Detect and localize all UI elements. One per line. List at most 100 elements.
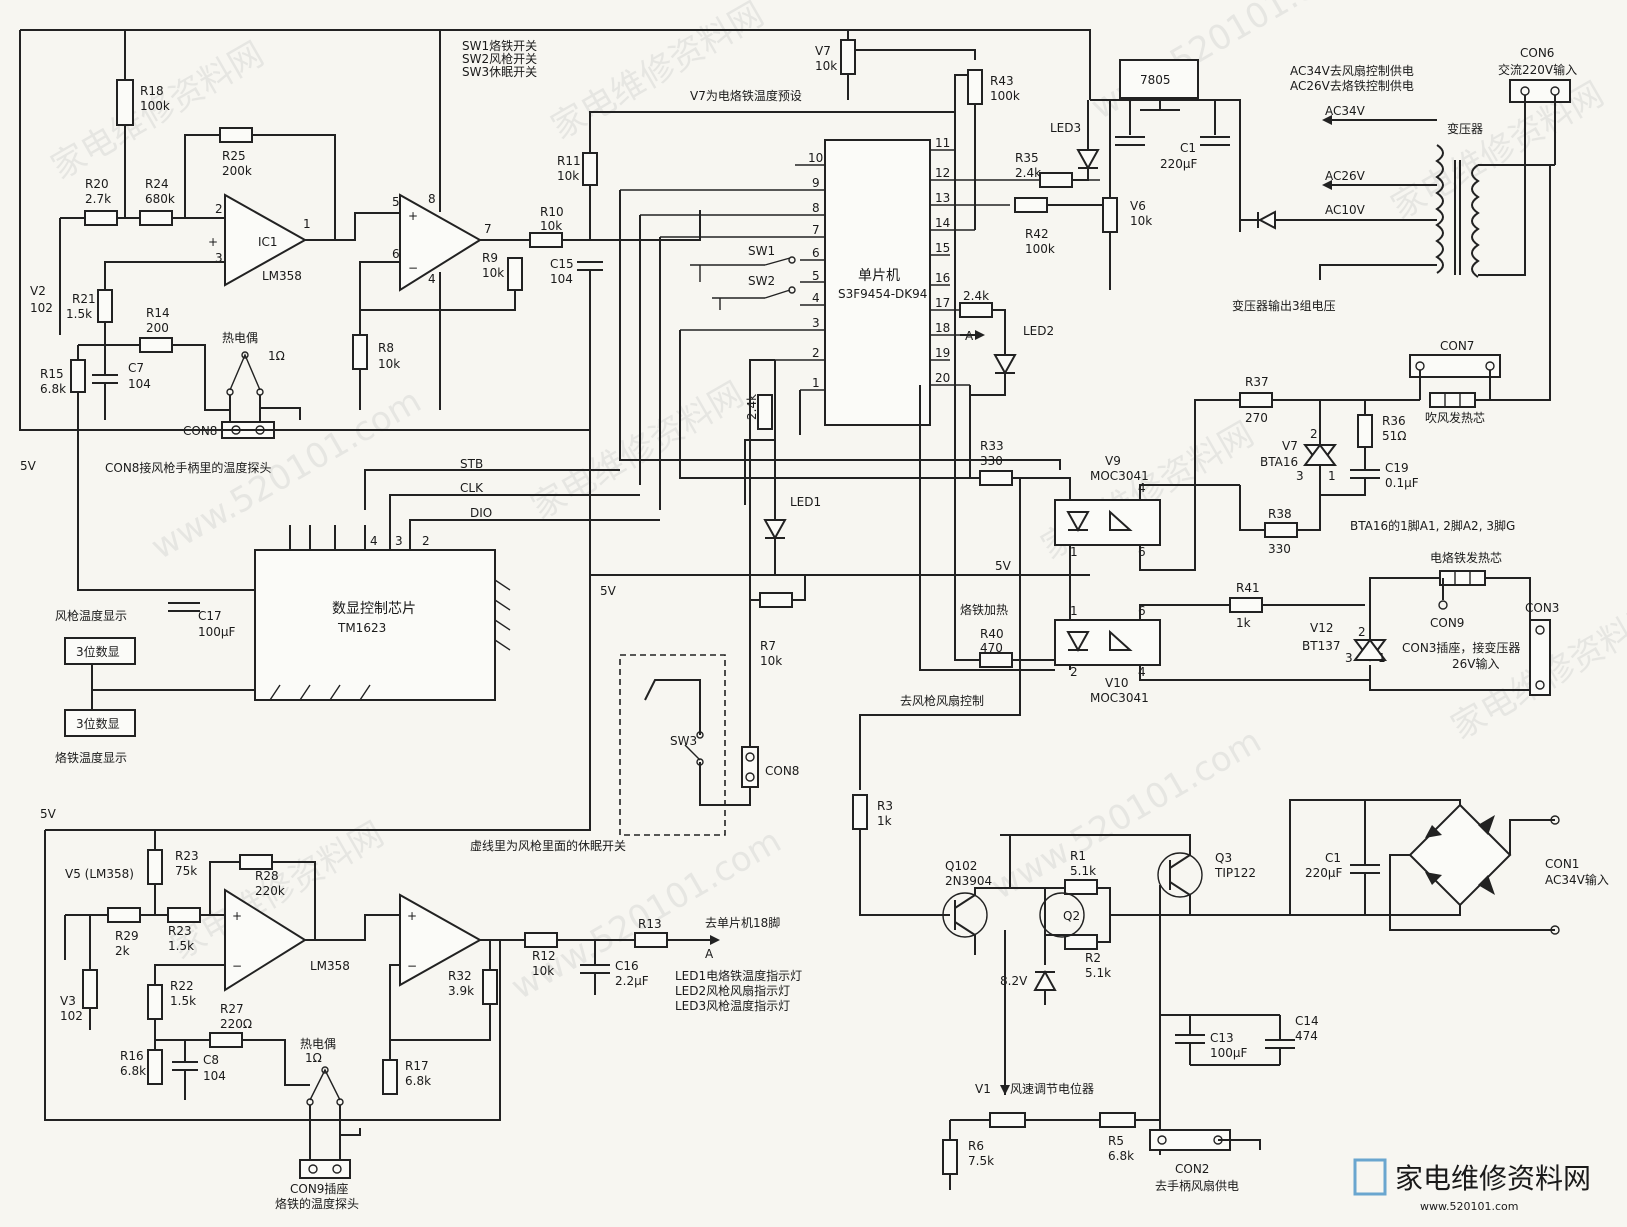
svg-text:1.5k: 1.5k xyxy=(170,994,196,1008)
svg-text:3: 3 xyxy=(1345,651,1353,665)
led-LED2 xyxy=(993,354,1017,376)
svg-text:1: 1 xyxy=(1378,651,1386,665)
svg-text:CON3: CON3 xyxy=(1525,601,1559,615)
resistor-R42 xyxy=(1014,197,1048,213)
svg-text:TIP122: TIP122 xyxy=(1214,866,1256,880)
svg-text:6: 6 xyxy=(1138,545,1146,559)
svg-text:12: 12 xyxy=(935,166,950,180)
svg-text:6.8k: 6.8k xyxy=(405,1074,431,1088)
resistor-R28 xyxy=(239,854,273,870)
svg-text:10k: 10k xyxy=(540,219,562,233)
resistor-R1 xyxy=(1064,879,1098,895)
svg-text:7.5k: 7.5k xyxy=(968,1154,994,1168)
svg-text:V3: V3 xyxy=(60,994,76,1008)
svg-text:R14: R14 xyxy=(146,306,170,320)
svg-text:SW1: SW1 xyxy=(748,244,775,258)
svg-text:风速调节电位器: 风速调节电位器 xyxy=(1010,1081,1094,1096)
optocoupler-V9 xyxy=(1054,499,1161,546)
digit-display-gun xyxy=(64,637,136,665)
svg-text:STB: STB xyxy=(460,457,483,471)
svg-text:1k: 1k xyxy=(877,814,892,828)
svg-text:SW3: SW3 xyxy=(670,734,697,748)
svg-text:R10: R10 xyxy=(540,205,564,219)
svg-text:LM358: LM358 xyxy=(262,269,302,283)
svg-text:20: 20 xyxy=(935,371,950,385)
connector-CON6 xyxy=(1509,79,1571,103)
svg-text:470: 470 xyxy=(980,641,1003,655)
svg-text:4: 4 xyxy=(812,291,820,305)
svg-text:烙铁加热: 烙铁加热 xyxy=(960,602,1008,617)
resistor-R11 xyxy=(582,152,598,186)
terminal-con1-b xyxy=(1550,925,1560,935)
svg-text:V12: V12 xyxy=(1310,621,1333,635)
resistor-R16 xyxy=(147,1049,163,1085)
gun-temperature-amplifier: R18 100k R20 2.7k R24 680k R25 200k IC1 … xyxy=(19,29,1091,591)
svg-text:5: 5 xyxy=(392,195,400,209)
svg-text:LED2风枪风扇指示灯: LED2风枪风扇指示灯 xyxy=(675,983,790,998)
svg-text:BT137: BT137 xyxy=(1302,639,1340,653)
svg-text:200k: 200k xyxy=(222,164,252,178)
svg-text:3.9k: 3.9k xyxy=(448,984,474,998)
svg-text:3: 3 xyxy=(1296,469,1304,483)
svg-text:R18: R18 xyxy=(140,84,164,98)
switch-notes: SW1烙铁开关 SW2风枪开关 SW3休眠开关 V7为电烙铁温度预设 xyxy=(462,38,802,103)
svg-text:102: 102 xyxy=(60,1009,83,1023)
diode-rectifier xyxy=(1257,210,1276,230)
mcu-chip xyxy=(824,139,931,426)
mcu-left-pins: 10 9 8 7 6 5 4 3 2 1 xyxy=(620,151,825,391)
svg-text:去单片机18脚: 去单片机18脚 xyxy=(705,915,780,930)
svg-text:6.8k: 6.8k xyxy=(120,1064,146,1078)
svg-text:www.520101.com: www.520101.com xyxy=(1420,1200,1518,1213)
resistor-R8 xyxy=(352,334,368,370)
resistor-R20 xyxy=(84,210,118,226)
svg-text:17: 17 xyxy=(935,296,950,310)
svg-text:CON8接风枪手柄里的温度探头: CON8接风枪手柄里的温度探头 xyxy=(105,460,271,475)
svg-text:SW1烙铁开关: SW1烙铁开关 xyxy=(462,38,537,53)
resistor-R12 xyxy=(524,932,558,948)
digit-display-iron xyxy=(64,709,136,737)
resistor-R36 xyxy=(1357,414,1373,448)
resistor-R21 xyxy=(97,289,113,323)
svg-text:TM1623: TM1623 xyxy=(337,621,386,635)
svg-text:R23: R23 xyxy=(175,849,199,863)
connector-CON7 xyxy=(1409,354,1501,378)
svg-text:5.1k: 5.1k xyxy=(1085,966,1111,980)
switch-block: SW1 SW2 2.4k LED1 xyxy=(619,190,1061,575)
svg-text:6.8k: 6.8k xyxy=(40,382,66,396)
led-LED3 xyxy=(1076,149,1100,171)
svg-text:交流220V输入: 交流220V输入 xyxy=(1498,62,1577,77)
svg-text:1: 1 xyxy=(303,217,311,231)
resistor-R18 xyxy=(116,79,134,126)
svg-text:R20: R20 xyxy=(85,177,109,191)
svg-text:−: − xyxy=(407,959,417,973)
svg-text:7805: 7805 xyxy=(1140,73,1171,87)
svg-text:S3F9454-DK94: S3F9454-DK94 xyxy=(838,287,927,301)
mcu-S3F9454: 单片机 S3F9454-DK94 10 9 8 7 6 5 4 3 2 1 11… xyxy=(620,30,1241,426)
svg-text:MOC3041: MOC3041 xyxy=(1090,691,1149,705)
svg-text:C1: C1 xyxy=(1325,851,1341,865)
svg-text:1Ω: 1Ω xyxy=(305,1051,322,1065)
iron-temperature-amplifier: 5V R23 75k V5 (LM358) R29 2k R23 1.5k V3… xyxy=(40,575,802,1211)
resistor-R15 xyxy=(70,359,86,393)
svg-text:C15: C15 xyxy=(550,257,574,271)
svg-text:15: 15 xyxy=(935,241,950,255)
svg-text:IC1: IC1 xyxy=(258,235,278,249)
svg-text:LED1电烙铁温度指示灯: LED1电烙铁温度指示灯 xyxy=(675,968,802,983)
svg-text:2: 2 xyxy=(215,202,223,216)
resistor-R5 xyxy=(1099,1112,1136,1128)
svg-text:R24: R24 xyxy=(145,177,169,191)
svg-text:1Ω: 1Ω xyxy=(268,349,285,363)
triac-driver-section: R33 330 V9 MOC3041 4 6 1 R37 270 R38 330… xyxy=(679,110,1559,790)
svg-text:风枪温度显示: 风枪温度显示 xyxy=(55,608,127,623)
svg-text:104: 104 xyxy=(128,377,151,391)
svg-text:烙铁温度显示: 烙铁温度显示 xyxy=(55,750,127,765)
svg-text:75k: 75k xyxy=(175,864,197,878)
svg-text:7: 7 xyxy=(812,223,820,237)
connector-CON9 xyxy=(299,1159,351,1179)
svg-text:1: 1 xyxy=(812,376,820,390)
opamp-LM358-c xyxy=(399,893,483,987)
svg-text:2.4k: 2.4k xyxy=(963,289,989,303)
svg-text:14: 14 xyxy=(935,216,950,230)
svg-text:6: 6 xyxy=(812,246,820,260)
